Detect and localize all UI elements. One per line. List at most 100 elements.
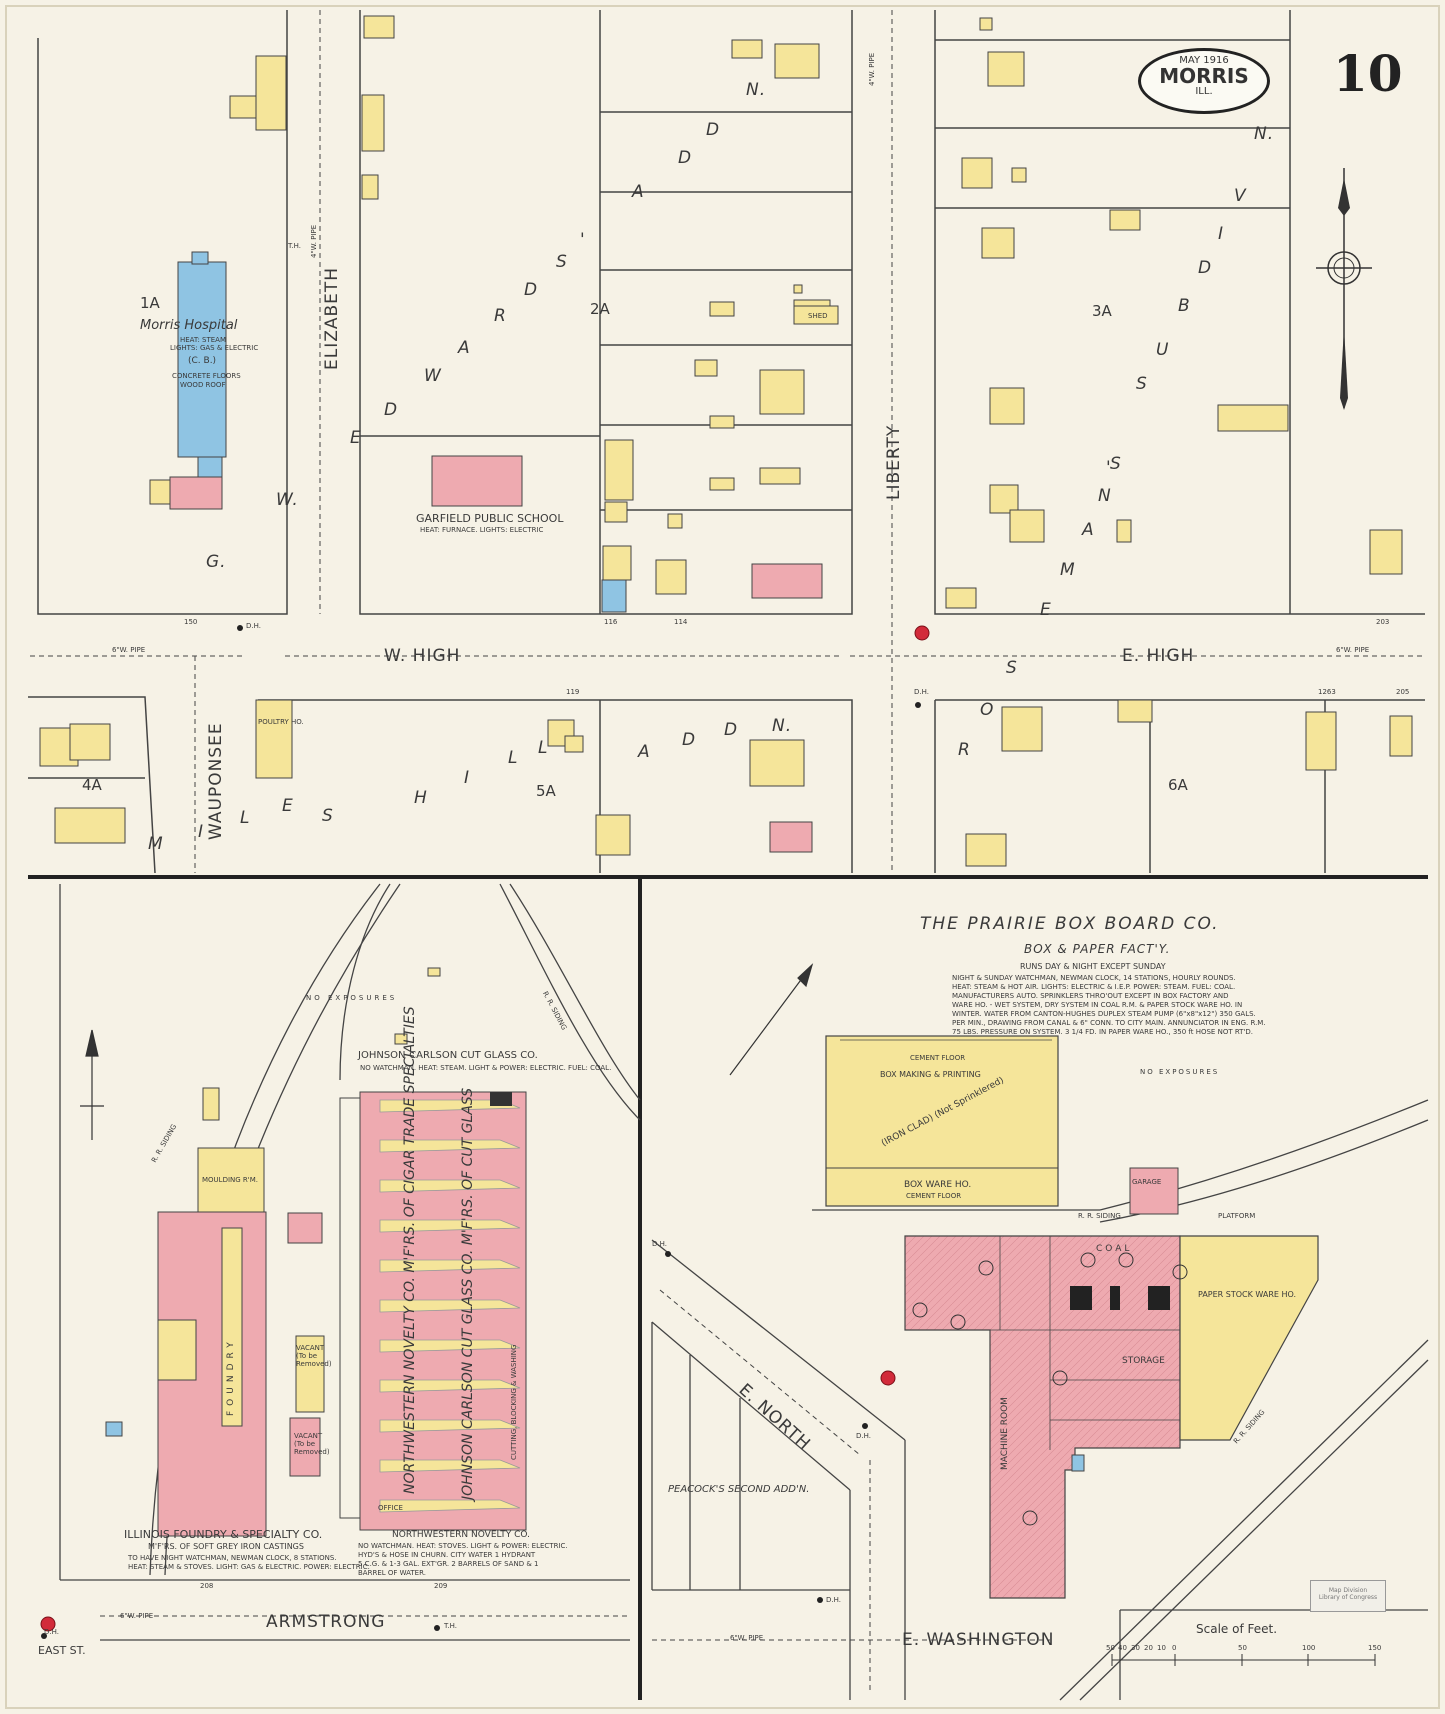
roseman-letter: U (1156, 340, 1170, 360)
address-label: 205 (1396, 688, 1410, 696)
garfield-school-notes: HEAT: FURNACE. LIGHTS: ELECTRIC (420, 526, 544, 534)
johnson-carlson-vertical-label: JOHNSON CARLSON CUT GLASS CO. M'F'RS. OF… (460, 1087, 476, 1500)
scale-tick: 40 (1118, 1644, 1127, 1652)
scale-tick: 150 (1368, 1644, 1382, 1652)
edwards-letter: A (632, 182, 645, 202)
roseman-letter: N. (1254, 124, 1275, 144)
map-state: ILL. (1195, 86, 1213, 97)
garage-label: GARAGE (1132, 1178, 1162, 1186)
edwards-letter: ' (580, 230, 586, 250)
street-east-st: EAST ST. (38, 1644, 86, 1657)
scale-bar (1111, 1654, 1376, 1666)
roseman-letter: M (1060, 560, 1076, 580)
address-label: 209 (434, 1582, 448, 1590)
water-pipes (30, 10, 1425, 873)
block-outlines (28, 10, 1425, 874)
edwards-letter: E (350, 428, 362, 448)
rr-siding-label: R. R. SIDING (1078, 1212, 1121, 1220)
street-armstrong: ARMSTRONG (266, 1612, 386, 1632)
street-w-high: W. HIGH (384, 646, 461, 666)
illinois-foundry-label: ILLINOIS FOUNDRY & SPECIALTY CO. (124, 1528, 323, 1541)
miles-hill-letter: S (322, 806, 334, 826)
title-badge: MAY 1916 MORRIS ILL. (1138, 48, 1270, 114)
roseman-letter: V (1234, 186, 1247, 206)
roseman-letter: R (958, 740, 971, 760)
roseman-letter: E (1040, 600, 1052, 620)
cement-floor-label-2: CEMENT FLOOR (906, 1192, 962, 1200)
miles-hill-letter: N. (772, 716, 793, 736)
paper-stock-label: PAPER STOCK WARE HO. (1198, 1290, 1297, 1299)
block-3a: 3A (1092, 302, 1112, 320)
scale-tick: 50 (1106, 1644, 1115, 1652)
prairie-note: RUNS DAY & NIGHT EXCEPT SUNDAY (1020, 962, 1166, 971)
pipe-label: 6"W. PIPE (112, 646, 146, 654)
johnson-carlson-label: JOHNSON-CARLSON CUT GLASS CO. (358, 1050, 538, 1061)
pipe-label: 4"W. PIPE (310, 224, 318, 258)
roseman-letter: S (1110, 454, 1122, 474)
roseman-letter: O (980, 700, 995, 720)
paper-stock-warehouse (1179, 1235, 1319, 1441)
address-label: 203 (1376, 618, 1390, 626)
edwards-letter: G. (206, 552, 227, 572)
nw-note: BARREL OF WATER. (358, 1569, 426, 1577)
cement-floor-label: CEMENT FLOOR (910, 1054, 966, 1062)
prairie-note: WARE HO. - WET SYSTEM, DRY SYSTEM IN COA… (952, 1001, 1243, 1009)
edwards-letter: S (556, 252, 568, 272)
prairie-box-board-subtitle: BOX & PAPER FACT'Y. (1024, 942, 1171, 956)
address-label: 119 (566, 688, 580, 696)
street-liberty: LIBERTY (884, 424, 904, 500)
address-label: 114 (674, 618, 688, 626)
th-label: T.H. (288, 242, 302, 250)
scale-tick: 50 (1238, 1644, 1247, 1652)
illinois-foundry-note: HEAT: STEAM & STOVES. LIGHT: GAS & ELECT… (128, 1563, 370, 1571)
dh-label: D.H. (914, 688, 929, 696)
paper-border (5, 5, 1440, 1709)
edwards-letter: W. (276, 490, 299, 510)
platform-label: PLATFORM (1218, 1212, 1256, 1220)
johnson-carlson-notes: NO WATCHMAN. HEAT: STEAM. LIGHT & POWER:… (360, 1064, 612, 1072)
coal-label: COAL (1096, 1244, 1133, 1254)
frame-dwellings (39, 15, 1413, 867)
block-5a: 5A (536, 782, 556, 800)
north-arrows (80, 963, 814, 1140)
roseman-letter: ' (1106, 458, 1112, 478)
scale-label: Scale of Feet. (1196, 1622, 1278, 1636)
no-exposures-left: NO EXPOSURES (306, 994, 398, 1002)
miles-hill-letter: L (240, 808, 251, 828)
illinois-foundry-subtitle: M'F'RS. OF SOFT GREY IRON CASTINGS (148, 1542, 304, 1551)
miles-hill-letter: D (724, 720, 739, 740)
sheet-number: 10 (1333, 44, 1403, 103)
street-e-high: E. HIGH (1122, 646, 1195, 666)
prairie-note: MANUFACTURERS AUTO. SPRINKLERS THRO'OUT … (952, 992, 1229, 1000)
roseman-letter: S (1136, 374, 1148, 394)
address-label: 116 (604, 618, 618, 626)
pipe-label: 6"W. PIPE (730, 1634, 764, 1642)
edwards-letter: D (706, 120, 721, 140)
nw-note: 5 C.G. & 1-3 GAL. EXT'GR. 2 BARRELS OF S… (358, 1560, 539, 1568)
nw-note: HYD'S & HOSE IN CHURN. CITY WATER 1 HYDR… (358, 1551, 536, 1559)
pipe-label: 6"W. PIPE (1336, 646, 1370, 654)
dh-label: D.H. (652, 1240, 667, 1248)
skylights (379, 1099, 521, 1513)
scale-tick: 10 (1157, 1644, 1166, 1652)
office-label: OFFICE (378, 1504, 403, 1512)
morris-hospital-building (177, 261, 227, 458)
no-exposures-right: NO EXPOSURES (1140, 1068, 1220, 1076)
fire-hydrants (40, 625, 930, 1632)
edwards-letter: A (458, 338, 471, 358)
miles-hill-letter: A (638, 742, 651, 762)
box-ware-label: BOX WARE HO. (904, 1180, 972, 1190)
edwards-letter: R (494, 306, 507, 326)
nw-note: NO WATCHMAN. HEAT: STOVES. LIGHT & POWER… (358, 1542, 568, 1550)
roseman-letter: I (1218, 224, 1225, 244)
roseman-letter: N (1098, 486, 1112, 506)
map-date: MAY 1916 (1179, 55, 1229, 66)
hospital-note: WOOD ROOF (180, 381, 226, 389)
miles-hill-letter: I (198, 822, 205, 842)
miles-hill-letter: I (464, 768, 471, 788)
roseman-letter: D (1198, 258, 1213, 278)
hospital-note: LIGHTS: GAS & ELECTRIC (170, 344, 259, 352)
address-label: 208 (200, 1582, 214, 1590)
